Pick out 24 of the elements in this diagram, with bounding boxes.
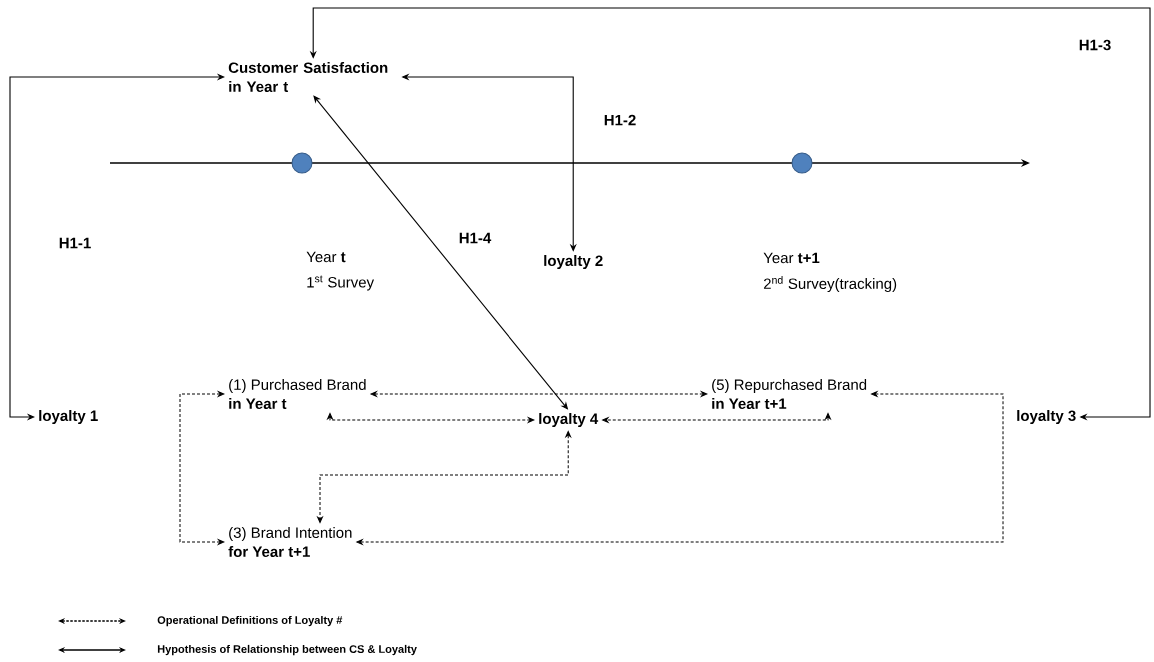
arrow — [370, 391, 708, 397]
concept-label: loyalty 1 — [39, 410, 98, 424]
timeline-label: Year t+1 — [763, 252, 820, 264]
concept-label: loyalty 3 — [1017, 410, 1076, 424]
edge-label: H1-3 — [1077, 38, 1113, 52]
edge-label: H1-1 — [57, 236, 93, 250]
timeline-label: 2$^{nd}$ Survey(tracking) — [763, 276, 897, 292]
concept-label: (5) Repurchased Brand in Year t+1 — [712, 379, 867, 409]
timeline-label: 1$^{st}$ Survey — [307, 275, 375, 291]
arrow — [602, 412, 831, 423]
concept-label: Customer Satisfaction in Year t — [228, 62, 388, 92]
timeline-label: Year t — [306, 251, 346, 263]
edge-label: H1-4 — [457, 231, 493, 245]
legend-text: Hypothesis of Relationship between CS & Loyalty — [157, 644, 417, 656]
concept-label: loyalty 2 — [544, 255, 603, 269]
edge-label: H1-2 — [602, 113, 638, 127]
arrow — [317, 430, 572, 524]
concept-label: (1) Purchased Brand in Year t — [229, 379, 366, 409]
arrow — [356, 391, 1004, 545]
arrow — [327, 412, 535, 423]
concept-label: (3) Brand Intention for Year t+1 — [228, 527, 352, 557]
legend-text: Operational Definitions of Loyalty # — [157, 615, 343, 627]
concept-label: loyalty 4 — [539, 413, 599, 427]
arrow — [179, 391, 225, 545]
